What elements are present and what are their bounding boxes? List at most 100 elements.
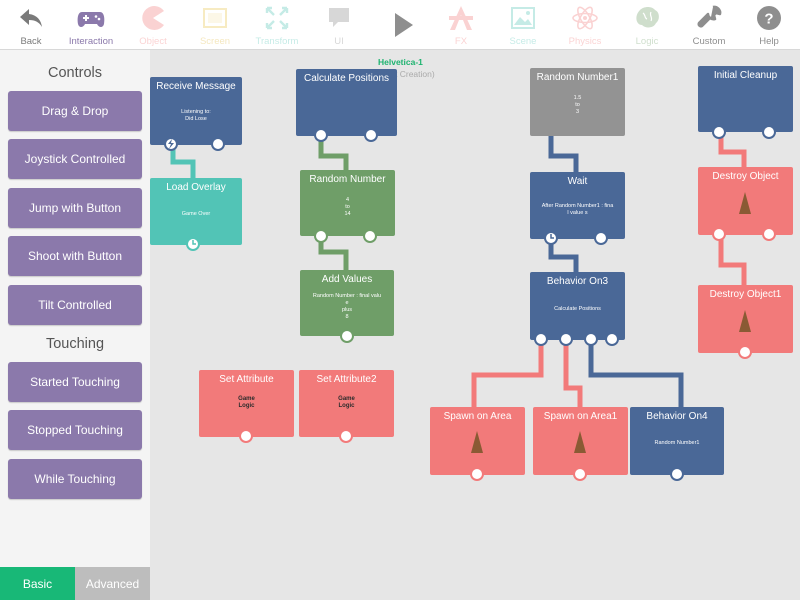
tilt-controlled-button[interactable]: Tilt Controlled xyxy=(8,285,142,325)
toolbar-custom[interactable]: Custom xyxy=(678,0,740,50)
block-body: Calculate Positions xyxy=(554,306,601,312)
block-body: Game Logic xyxy=(338,396,355,409)
lightning-port-icon[interactable] xyxy=(164,137,178,151)
actor-cone-icon xyxy=(574,431,586,453)
toolbar-logic[interactable]: Logic xyxy=(616,0,678,50)
block-port[interactable] xyxy=(584,332,598,346)
wire-cleanup-to-destroy xyxy=(718,131,747,168)
behavior-sidebar: Controls Drag & Drop Joystick Controlled… xyxy=(0,50,150,600)
block-port[interactable] xyxy=(314,229,328,243)
block-title: Spawn on Area xyxy=(443,411,512,422)
block-title: Wait xyxy=(567,176,588,187)
block-calculate-positions[interactable]: Calculate Positions xyxy=(296,69,397,142)
block-title: Spawn on Area1 xyxy=(543,411,618,422)
actor-cone-icon xyxy=(471,431,483,453)
block-port[interactable] xyxy=(363,229,377,243)
wire-random-to-add xyxy=(318,236,349,270)
toolbar-screen-label: Screen xyxy=(199,36,231,47)
toolbar-custom-label: Custom xyxy=(692,36,726,47)
block-destroy-object1[interactable]: Destroy Object1 xyxy=(698,285,793,359)
block-spawn-on-area1[interactable]: Spawn on Area1 xyxy=(533,407,628,481)
block-port[interactable] xyxy=(573,467,587,481)
block-port[interactable] xyxy=(470,467,484,481)
play-icon xyxy=(395,13,413,37)
toolbar-ui[interactable]: UI xyxy=(308,0,370,50)
wire-random1-to-wait xyxy=(548,136,579,174)
jump-with-button-button[interactable]: Jump with Button xyxy=(8,188,142,228)
behavior-canvas[interactable]: Helvetica-1 t Creation) Receive Message … xyxy=(150,50,800,600)
block-title: Load Overlay xyxy=(166,182,226,193)
block-behavior-on4[interactable]: Behavior On4 Random Number1 xyxy=(630,407,724,481)
toolbar-fx[interactable]: FX xyxy=(430,0,492,50)
block-port[interactable] xyxy=(239,429,253,443)
block-port[interactable] xyxy=(559,332,573,346)
screen-icon xyxy=(203,8,227,28)
block-port[interactable] xyxy=(605,332,619,346)
svg-text:?: ? xyxy=(764,11,773,28)
block-behavior-on3[interactable]: Behavior On3 Calculate Positions xyxy=(530,272,625,346)
drag-drop-button[interactable]: Drag & Drop xyxy=(8,91,142,131)
block-title: Initial Cleanup xyxy=(713,70,778,81)
block-port[interactable] xyxy=(762,125,776,139)
toolbar-transform[interactable]: Transform xyxy=(246,0,308,50)
stopped-touching-button[interactable]: Stopped Touching xyxy=(8,410,142,450)
started-touching-button[interactable]: Started Touching xyxy=(8,362,142,402)
block-title: Calculate Positions xyxy=(303,73,390,84)
connection-wires xyxy=(170,131,747,408)
clock-port-icon[interactable] xyxy=(544,231,558,245)
fx-icon xyxy=(449,6,473,30)
block-port[interactable] xyxy=(364,128,378,142)
block-add-values[interactable]: Add Values Random Number : final valu e … xyxy=(300,270,394,343)
block-port[interactable] xyxy=(211,137,225,151)
block-port[interactable] xyxy=(340,329,354,343)
tab-basic[interactable]: Basic xyxy=(0,567,75,600)
block-port[interactable] xyxy=(738,345,752,359)
block-wait[interactable]: Wait After Random Number1 : fina l value… xyxy=(530,172,625,245)
help-icon: ? xyxy=(757,6,781,30)
actor-subtitle: t Creation) xyxy=(395,69,435,79)
block-title: Behavior On3 xyxy=(546,276,609,287)
block-port[interactable] xyxy=(670,467,684,481)
block-body: Game Over xyxy=(181,211,211,217)
gamepad-icon xyxy=(77,12,105,27)
toolbar-play[interactable] xyxy=(370,0,432,50)
shoot-with-button-button[interactable]: Shoot with Button xyxy=(8,236,142,276)
wrench-icon xyxy=(697,5,722,28)
actor-cone-icon xyxy=(739,192,751,214)
lightning-icon xyxy=(168,139,174,149)
toolbar-screen[interactable]: Screen xyxy=(184,0,246,50)
block-receive-message[interactable]: Receive Message Listening to: Did Lose xyxy=(150,77,242,151)
while-touching-button[interactable]: While Touching xyxy=(8,459,142,499)
wire-receive-to-overlay xyxy=(170,146,196,180)
block-port[interactable] xyxy=(594,231,608,245)
block-random-number[interactable]: Random Number 4 to 14 xyxy=(300,170,395,243)
toolbar-physics[interactable]: Physics xyxy=(554,0,616,50)
block-port[interactable] xyxy=(712,125,726,139)
block-port[interactable] xyxy=(762,227,776,241)
block-port[interactable] xyxy=(712,227,726,241)
wire-behavior3-to-behavior4 xyxy=(588,340,684,408)
block-destroy-object[interactable]: Destroy Object xyxy=(698,167,793,241)
toolbar-scene[interactable]: Scene xyxy=(492,0,554,50)
block-initial-cleanup[interactable]: Initial Cleanup xyxy=(698,66,793,139)
joystick-controlled-button[interactable]: Joystick Controlled xyxy=(8,139,142,179)
transform-icon xyxy=(265,6,289,30)
pacman-icon xyxy=(142,6,164,31)
clock-port-icon[interactable] xyxy=(186,237,200,251)
block-set-attribute2[interactable]: Set Attribute2 Game Logic xyxy=(299,370,394,443)
block-port[interactable] xyxy=(339,429,353,443)
block-spawn-on-area[interactable]: Spawn on Area xyxy=(430,407,525,481)
toolbar-back[interactable]: Back xyxy=(0,0,62,50)
toolbar-help[interactable]: ? Help xyxy=(738,0,800,50)
block-port[interactable] xyxy=(314,128,328,142)
tab-advanced[interactable]: Advanced xyxy=(75,567,150,600)
block-random-number1[interactable]: Random Number1 1.5 to 3 xyxy=(530,68,625,136)
block-body: Random Number1 xyxy=(654,440,700,446)
controls-heading: Controls xyxy=(48,65,102,81)
block-body: 4 to 14 xyxy=(344,197,351,217)
toolbar-object[interactable]: Object xyxy=(122,0,184,50)
block-load-overlay[interactable]: Load Overlay Game Over xyxy=(150,178,242,251)
toolbar-interaction[interactable]: Interaction xyxy=(60,0,122,50)
block-set-attribute[interactable]: Set Attribute Game Logic xyxy=(199,370,294,443)
block-port[interactable] xyxy=(534,332,548,346)
